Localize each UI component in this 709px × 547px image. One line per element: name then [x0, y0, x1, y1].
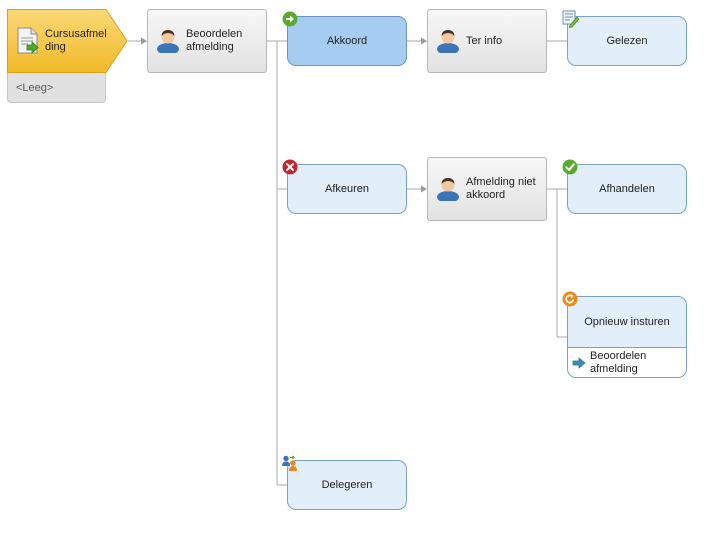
outcome-handle[interactable]: Afhandelen [567, 164, 687, 214]
goto-step-label: Beoordelen afmelding [590, 350, 647, 375]
outcome-delegate[interactable]: Delegeren [287, 460, 407, 510]
outcome-label: Delegeren [321, 479, 373, 491]
person-icon [156, 27, 180, 56]
check-icon [562, 159, 578, 175]
outcome-approve[interactable]: Akkoord [287, 16, 407, 66]
start-empty-placeholder: <Leeg> [7, 73, 106, 103]
goto-arrow-icon [572, 357, 586, 369]
step-for-info[interactable]: Ter info [427, 9, 547, 73]
outcome-resubmit-header: Opnieuw insturen [568, 297, 686, 348]
step-label: Beoordelen afmelding [186, 28, 243, 53]
step-label: Afmelding niet akkoord [466, 176, 536, 201]
person-icon [436, 175, 460, 204]
start-node-shape [7, 9, 128, 73]
start-node[interactable]: Cursusafmelding [7, 9, 128, 73]
outcome-label: Akkoord [326, 35, 368, 47]
outcome-label: Gelezen [606, 35, 648, 47]
delegate-people-icon [281, 454, 299, 472]
outcome-reject[interactable]: Afkeuren [287, 164, 407, 214]
outcome-label: Opnieuw insturen [584, 316, 670, 328]
outcome-read[interactable]: Gelezen [567, 16, 687, 66]
note-pencil-icon [562, 10, 580, 28]
step-label: Ter info [466, 34, 503, 47]
reject-x-icon [282, 159, 298, 175]
step-review-cancellation[interactable]: Beoordelen afmelding [147, 9, 267, 73]
refresh-icon [562, 291, 578, 307]
outcome-label: Afkeuren [324, 183, 370, 195]
approve-arrow-icon [282, 11, 298, 27]
person-icon [436, 27, 460, 56]
outcome-resubmit[interactable]: Opnieuw insturen Beoordelen afmelding [567, 296, 687, 378]
step-cancellation-not-approved[interactable]: Afmelding niet akkoord [427, 157, 547, 221]
start-node-label: Cursusafmelding [45, 28, 107, 53]
outcome-label: Afhandelen [599, 183, 655, 195]
